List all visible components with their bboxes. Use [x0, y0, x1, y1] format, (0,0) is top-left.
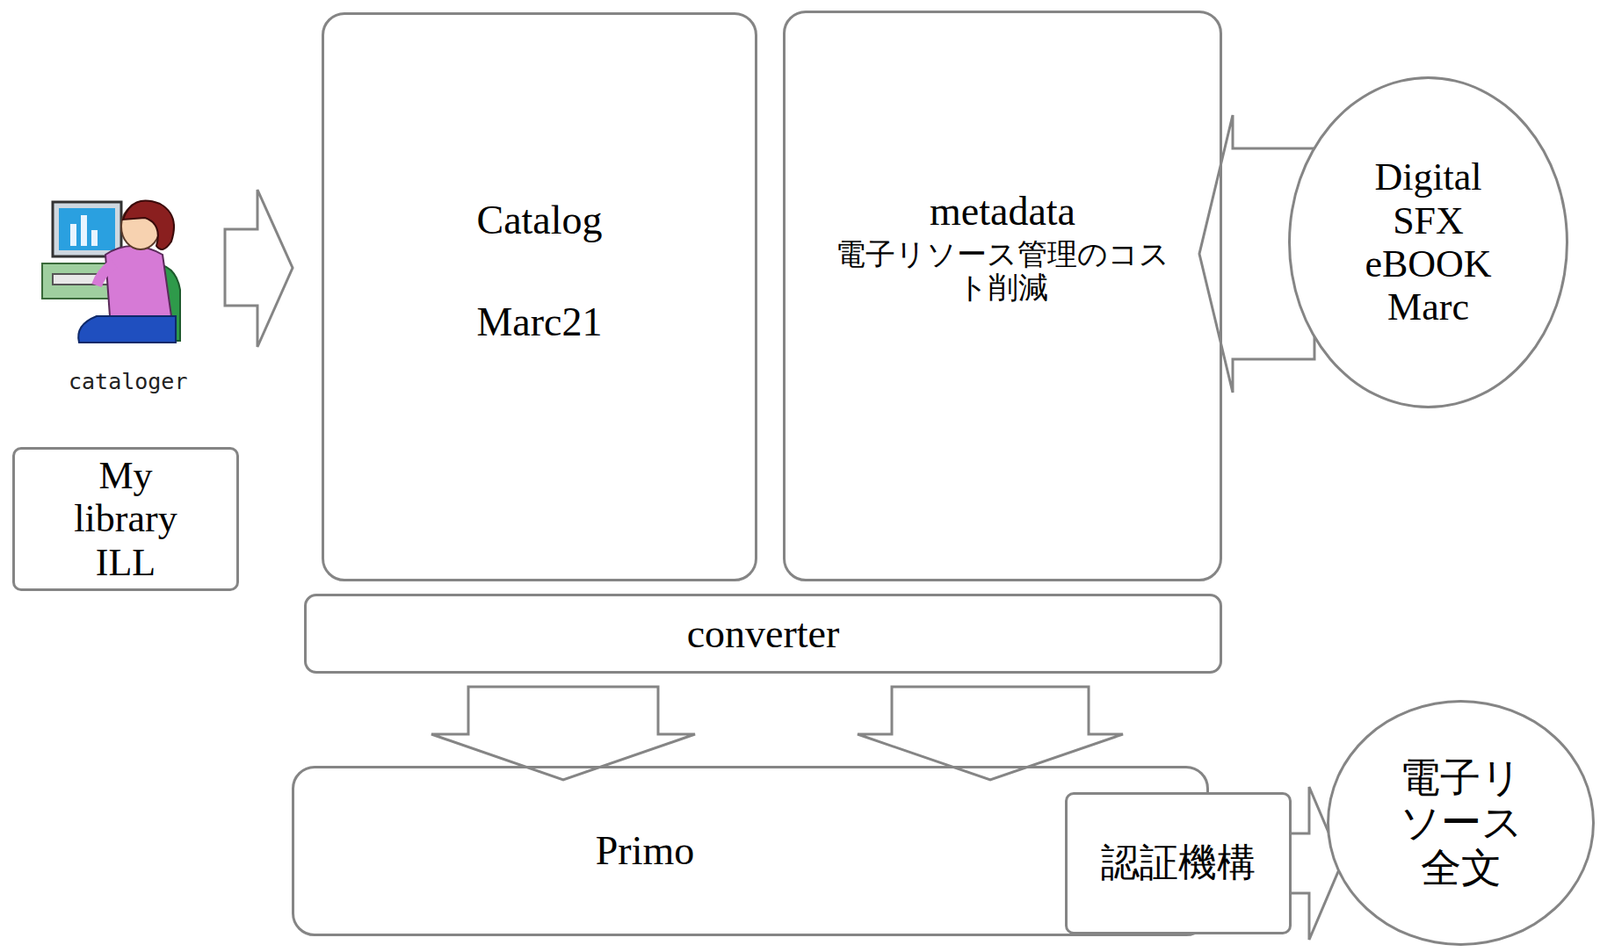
primo-box: Primo認証機構	[291, 766, 1210, 937]
node-text: Catalog	[476, 197, 602, 244]
input-arrow	[224, 189, 293, 348]
bar	[80, 215, 87, 247]
node-text: Digital SFX eBOOK Marc	[1349, 155, 1508, 329]
node-text: metadata	[929, 188, 1076, 235]
node-text: Marc21	[476, 299, 602, 346]
node-text: 電子リソース管理のコス ト削減	[826, 238, 1179, 305]
figure-caption: cataloger	[68, 369, 188, 395]
node-text: 電子リ ソース 全文	[1388, 755, 1534, 892]
node-text: converter	[687, 611, 840, 658]
source-circle: Digital SFX eBOOK Marc	[1288, 76, 1569, 409]
bar	[91, 230, 98, 247]
metadata-box: metadata電子リソース管理のコス ト削減	[782, 10, 1223, 582]
ill-box: My library ILL	[12, 447, 239, 592]
node-text: Primo	[595, 828, 695, 875]
catalog-box: CatalogMarc21	[321, 12, 758, 582]
bar	[70, 224, 77, 247]
converter-band: converter	[304, 593, 1223, 674]
hair	[123, 201, 174, 250]
torso	[105, 246, 172, 317]
node-text: 認証機構	[1100, 841, 1256, 885]
cataloger-figure	[42, 201, 181, 343]
legs	[78, 316, 176, 343]
auth-box: 認証機構	[1064, 792, 1292, 935]
screen	[58, 208, 116, 251]
fulltext-circle: 電子リ ソース 全文	[1326, 700, 1595, 947]
node-text: My library ILL	[44, 454, 208, 585]
monitor	[52, 202, 122, 257]
arm	[96, 263, 115, 286]
